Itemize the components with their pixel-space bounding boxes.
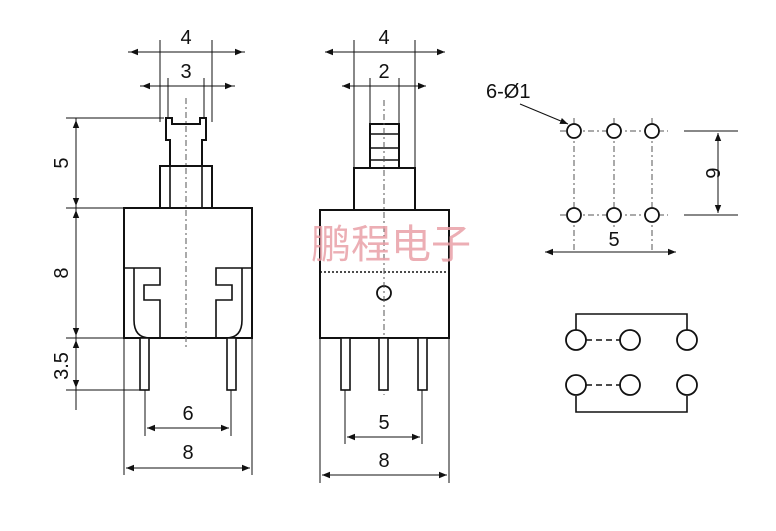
front-dim-pin-spacing: 5 (378, 412, 389, 434)
hole-label: 6-Ø1 (486, 81, 530, 103)
schematic-terminal (676, 329, 698, 351)
side-dim-body-width: 8 (182, 442, 193, 464)
pcb-hole (644, 207, 660, 223)
pcb-dim-row-spacing: 6 (701, 167, 723, 178)
front-dim-top-outer: 4 (378, 27, 389, 49)
schematic-terminal (619, 374, 641, 396)
front-pin-left (340, 337, 351, 391)
side-dim-top-inner: 3 (180, 61, 191, 83)
watermark: 鹏程电子 (311, 222, 471, 268)
side-dim-pin-spacing: 6 (182, 403, 193, 425)
side-pin-right (226, 337, 237, 391)
front-dim-top-inner: 2 (378, 61, 389, 83)
pcb-hole (644, 123, 660, 139)
switch-body-side (123, 207, 253, 339)
front-pin-middle (378, 337, 389, 391)
side-view: 4 3 5 8 (51, 27, 253, 475)
pcb-hole (606, 123, 622, 139)
schematic-terminal (565, 374, 587, 396)
side-dim-plunger-height: 5 (51, 157, 73, 168)
schematic-terminal (676, 374, 698, 396)
schematic-terminal (565, 329, 587, 351)
switch-schematic (565, 313, 698, 413)
pcb-hole (566, 123, 582, 139)
pcb-hole (566, 207, 582, 223)
side-pin-left (139, 337, 150, 391)
pcb-hole (606, 207, 622, 223)
schematic-terminal (619, 329, 641, 351)
front-pin-right (417, 337, 428, 391)
pcb-layout: 6-Ø1 6 5 (486, 81, 738, 256)
side-dim-top-outer: 4 (180, 27, 191, 49)
side-dim-body-height: 8 (51, 267, 73, 278)
schematic-top-link (575, 313, 688, 330)
schematic-bottom-link (575, 396, 688, 413)
front-view: 4 2 5 8 (319, 27, 450, 483)
front-dim-body-width: 8 (378, 450, 389, 472)
pcb-dim-col-spacing: 5 (608, 229, 619, 251)
side-dim-pin-length: 3.5 (51, 352, 73, 380)
